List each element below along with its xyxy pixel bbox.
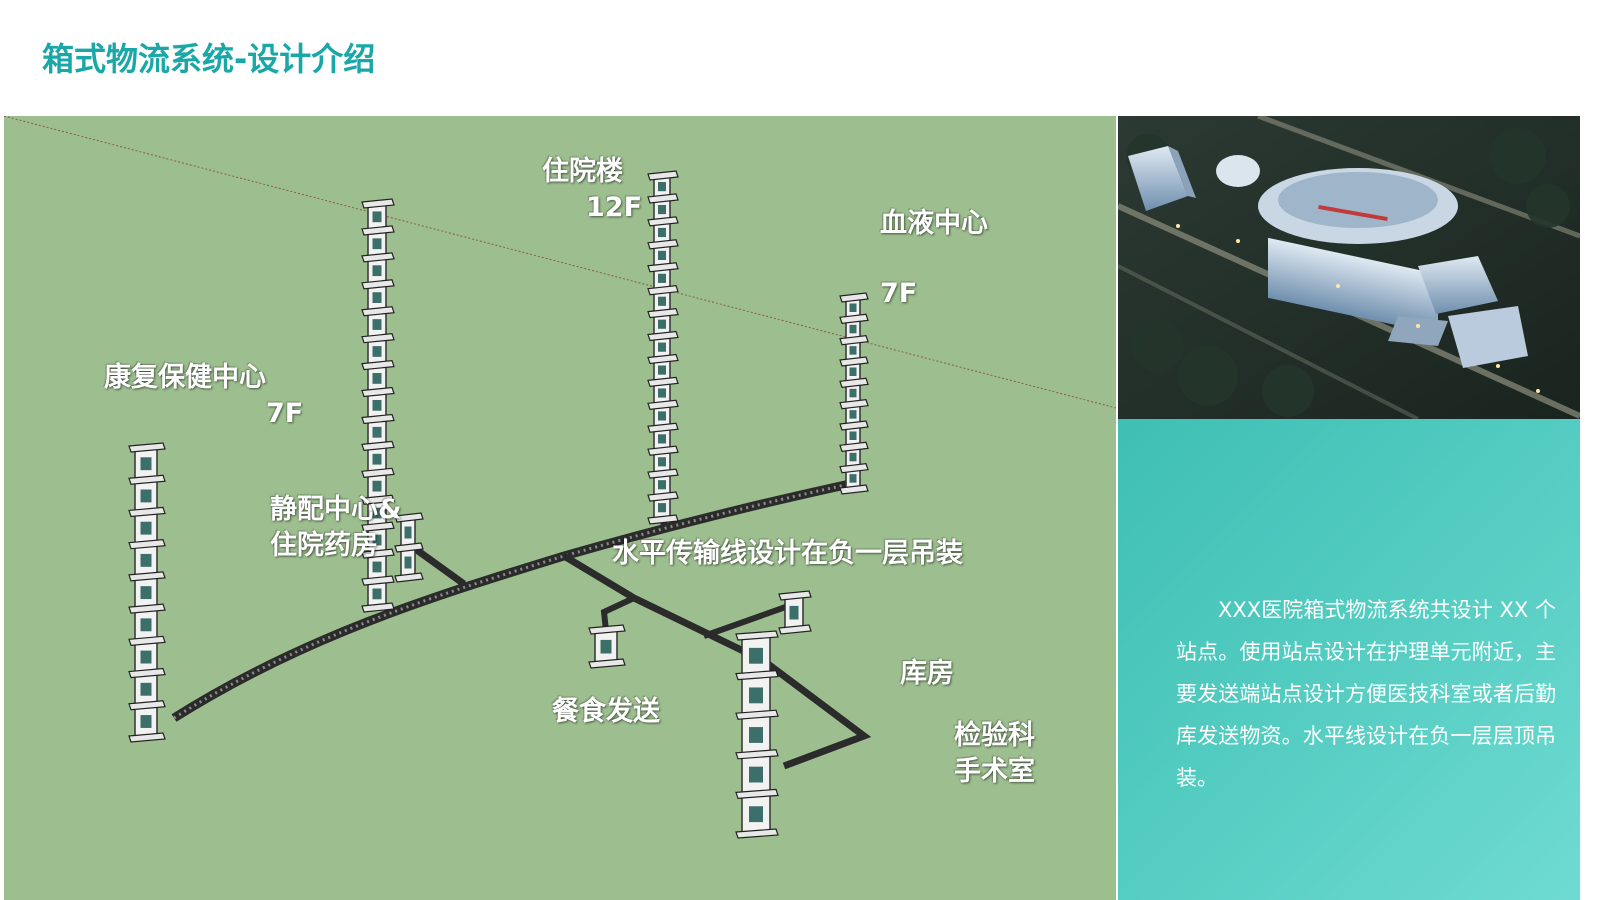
label-horizontal-line: 水平传输线设计在负一层吊装 <box>612 538 963 569</box>
label-blood-center: 血液中心 <box>880 208 988 239</box>
logistics-3d-diagram: 住院楼 12F 血液中心 7F 康复保健中心 7F 静配中心& 住院药房 水平传… <box>4 116 1116 900</box>
label-inpatient-floors: 12F <box>586 192 643 223</box>
label-inpatient: 住院楼 <box>542 156 623 187</box>
label-pharmacy-1: 静配中心& <box>270 494 402 525</box>
label-surgery: 手术室 <box>954 756 1035 787</box>
label-rehab-floors: 7F <box>266 398 304 429</box>
page-title: 箱式物流系统-设计介绍 <box>42 40 376 78</box>
label-catering: 餐食发送 <box>552 696 660 727</box>
catering-track <box>600 595 636 632</box>
label-pharmacy-2: 住院药房 <box>270 530 378 561</box>
tower-warehouse <box>778 590 812 635</box>
label-lab: 检验科 <box>954 720 1035 751</box>
tower-blood <box>839 292 869 495</box>
hospital-aerial-photo <box>1118 116 1580 419</box>
label-blood-floors: 7F <box>880 278 918 309</box>
tower-inpatient <box>647 170 679 525</box>
warehouse-track <box>702 601 796 639</box>
station-towers <box>128 170 869 839</box>
label-rehab-center: 康复保健中心 <box>104 362 266 393</box>
tower-lab-surgery <box>735 630 779 839</box>
description-panel: XXX医院箱式物流系统共设计 XX 个站点。使用站点设计在护理单元附近，主要发送… <box>1118 419 1580 900</box>
tower-pharmacy-short <box>394 512 424 583</box>
tower-catering <box>588 624 626 669</box>
main-track <box>171 477 860 722</box>
hospital-aerial-drawing <box>1118 116 1580 419</box>
tower-pharmacy-tall <box>361 198 395 613</box>
diagram-drawing <box>4 116 1116 839</box>
tower-rehab <box>128 442 166 743</box>
pharmacy-track <box>411 545 467 587</box>
label-warehouse: 库房 <box>900 658 954 689</box>
description-text: XXX医院箱式物流系统共设计 XX 个站点。使用站点设计在护理单元附近，主要发送… <box>1176 598 1556 790</box>
